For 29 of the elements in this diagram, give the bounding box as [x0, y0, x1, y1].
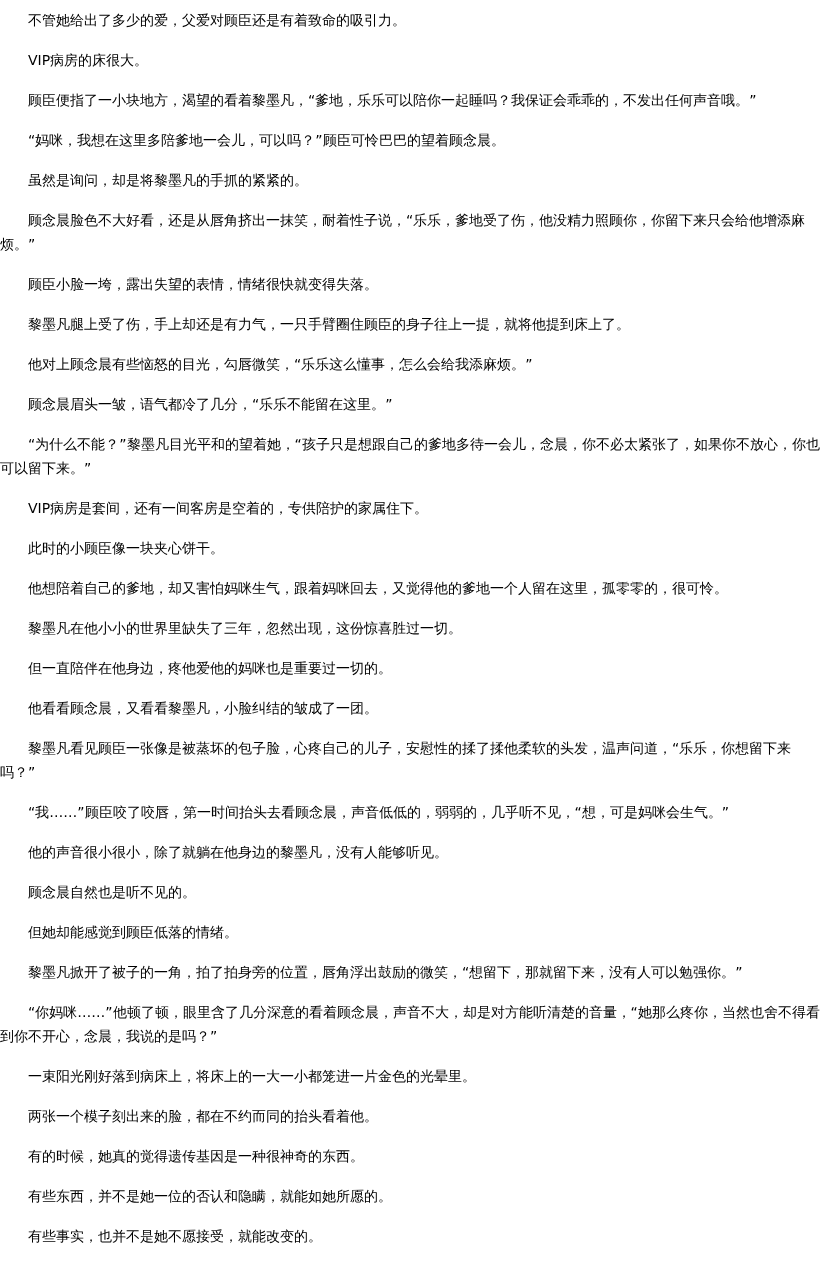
paragraph: 黎墨凡看见顾臣一张像是被蒸坏的包子脸，心疼自己的儿子，安慰性的揉了揉他柔软的头发，温声问道，“乐乐，你想留下来吗？” [0, 739, 793, 782]
paragraph: 他的声音很小很小，除了就躺在他身边的黎墨凡，没有人能够听见。 [27, 843, 449, 862]
paragraph: 他想陪着自己的爹地，却又害怕妈咪生气，跟着妈咪回去，又觉得他的爹地一个人留在这里，孤零零的，很可怜。 [27, 579, 729, 598]
paragraph: 但一直陪伴在他身边，疼他爱他的妈咪也是重要过一切的。 [27, 659, 393, 678]
paragraph: 黎墨凡掀开了被子的一角，拍了拍身旁的位置，唇角浮出鼓励的微笑，“想留下，那就留下来，没有人可以勉强你。” [27, 963, 744, 982]
paragraph: 他看看顾念晨，又看看黎墨凡，小脸纠结的皱成了一团。 [27, 699, 379, 718]
paragraph: VIP病房的床很大。 [27, 51, 150, 70]
paragraph: 一束阳光刚好落到病床上，将床上的一大一小都笼进一片金色的光晕里。 [27, 1067, 477, 1086]
paragraph: 顾臣便指了一小块地方，渴望的看着黎墨凡，“爹地，乐乐可以陪你一起睡吗？我保证会乖乖的，不发出任何声音哦。” [27, 91, 758, 110]
paragraph: 此时的小顾臣像一块夹心饼干。 [27, 539, 225, 558]
paragraph: 不管她给出了多少的爱，父爱对顾臣还是有着致命的吸引力。 [27, 11, 407, 30]
paragraph: 顾念晨眉头一皱，语气都冷了几分，“乐乐不能留在这里。” [27, 395, 394, 414]
paragraph: “为什么不能？”黎墨凡目光平和的望着她，“孩子只是想跟自己的爹地多待一会儿，念晨，你不必太紧张了，如果你不放心，你也可以留下来。” [0, 435, 821, 478]
paragraph: 有的时候，她真的觉得遗传基因是一种很神奇的东西。 [27, 1147, 365, 1166]
paragraph: 虽然是询问，却是将黎墨凡的手抓的紧紧的。 [27, 171, 309, 190]
paragraph: VIP病房是套间，还有一间客房是空着的，专供陪护的家属住下。 [27, 499, 430, 518]
paragraph: 但她却能感觉到顾臣低落的情绪。 [27, 923, 239, 942]
paragraph: 他对上顾念晨有些恼怒的目光，勾唇微笑，“乐乐这么懂事，怎么会给我添麻烦。” [27, 355, 534, 374]
paragraph: 黎墨凡腿上受了伤，手上却还是有力气，一只手臂圈住顾臣的身子往上一提，就将他提到床上了。 [27, 315, 631, 334]
paragraph: 顾臣小脸一垮，露出失望的表情，情绪很快就变得失落。 [27, 275, 379, 294]
paragraph: 黎墨凡在他小小的世界里缺失了三年，忽然出现，这份惊喜胜过一切。 [27, 619, 463, 638]
paragraph: 两张一个模子刻出来的脸，都在不约而同的抬头看着他。 [27, 1107, 379, 1126]
paragraph: “你妈咪……”他顿了顿，眼里含了几分深意的看着顾念晨，声音不大，却是对方能听清楚的音量，“她那么疼你，当然也舍不得看到你不开心，念晨，我说的是吗？” [0, 1003, 821, 1046]
paragraph: “我……”顾臣咬了咬唇，第一时间抬头去看顾念晨，声音低低的，弱弱的，几乎听不见，“想，可是妈咪会生气。” [27, 803, 730, 822]
paragraph: “妈咪，我想在这里多陪爹地一会儿，可以吗？”顾臣可怜巴巴的望着顾念晨。 [27, 131, 506, 150]
paragraph: 顾念晨脸色不大好看，还是从唇角挤出一抹笑，耐着性子说，“乐乐，爹地受了伤，他没精力照顾你，你留下来只会给他增添麻烦。” [0, 211, 807, 254]
paragraph: 有些事实，也并不是她不愿接受，就能改变的。 [27, 1227, 323, 1246]
paragraph: 有些东西，并不是她一位的否认和隐瞒，就能如她所愿的。 [27, 1187, 393, 1206]
paragraph: 顾念晨自然也是听不见的。 [27, 883, 197, 902]
